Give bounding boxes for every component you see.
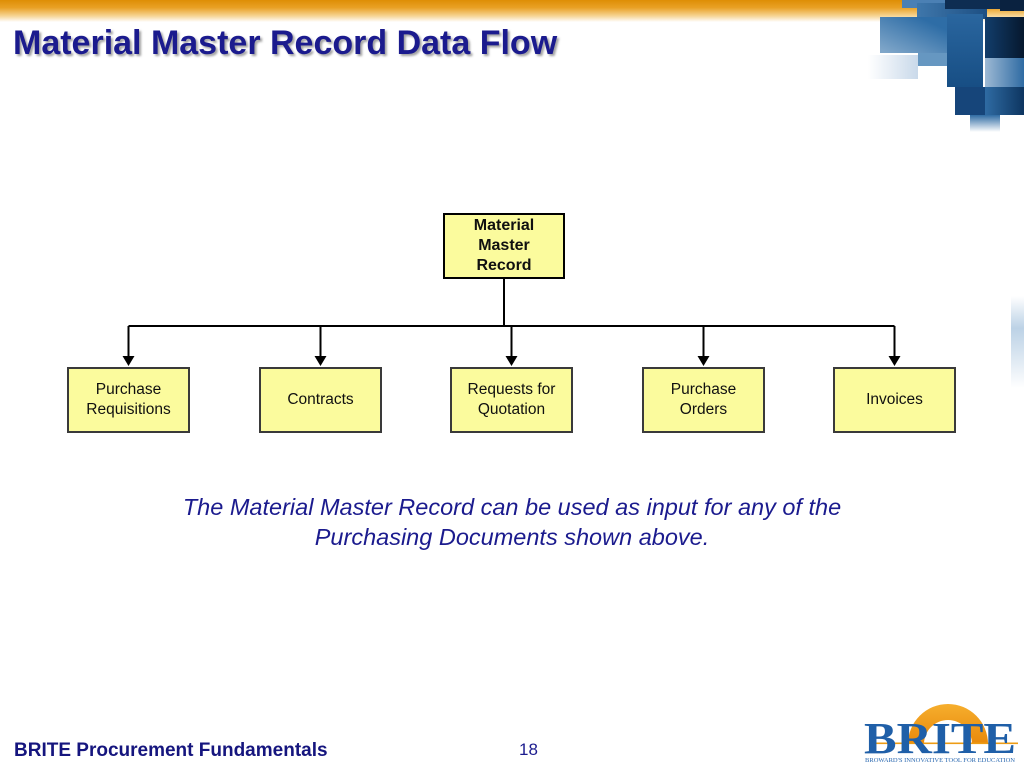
arrow-down-icon <box>314 356 327 366</box>
mosaic-tile <box>985 17 1024 58</box>
arrow-down-icon <box>122 356 135 366</box>
mosaic-tile <box>955 87 985 115</box>
flowchart-box-purchase-orders: Purchase Orders <box>642 367 765 433</box>
sun-arc-icon <box>908 704 988 744</box>
arrow-down-icon <box>888 356 901 366</box>
slide-note: The Material Master Record can be used a… <box>182 494 842 550</box>
flowchart-box-contracts: Contracts <box>259 367 382 433</box>
horizon-line-icon <box>870 742 1018 745</box>
mosaic-tile <box>985 58 1024 87</box>
arrow-down-icon <box>505 356 518 366</box>
mosaic-tile <box>970 115 1000 132</box>
mosaic-tile <box>868 55 918 79</box>
flowchart-box-invoices: Invoices <box>833 367 956 433</box>
mosaic-tile <box>918 53 947 66</box>
footer-course-title: BRITE Procurement Fundamentals <box>14 740 328 761</box>
flowchart-box-material-master-record: Material Master Record <box>443 213 565 279</box>
logo-tagline: BROWARD'S INNOVATIVE TOOL FOR EDUCATION <box>865 757 1015 764</box>
logo-wordmark: BRITE <box>864 714 1016 763</box>
page-title: Material Master Record Data Flow <box>13 24 558 62</box>
mosaic-tile <box>947 14 983 87</box>
flowchart-box-requests-for-quotation: Requests for Quotation <box>450 367 573 433</box>
brite-logo: BRITE BROWARD'S INNOVATIVE TOOL FOR EDUC… <box>864 704 1018 764</box>
mosaic-tile <box>1000 0 1024 11</box>
mosaic-tile <box>985 87 1024 115</box>
arrow-down-icon <box>697 356 710 366</box>
mosaic-tile <box>945 0 1024 9</box>
mosaic-tile <box>880 17 948 53</box>
top-gradient-band <box>0 0 1024 22</box>
decorative-edge-streak <box>1011 296 1024 388</box>
page-number: 18 <box>519 740 538 759</box>
flowchart-box-purchase-requisitions: Purchase Requisitions <box>67 367 190 433</box>
